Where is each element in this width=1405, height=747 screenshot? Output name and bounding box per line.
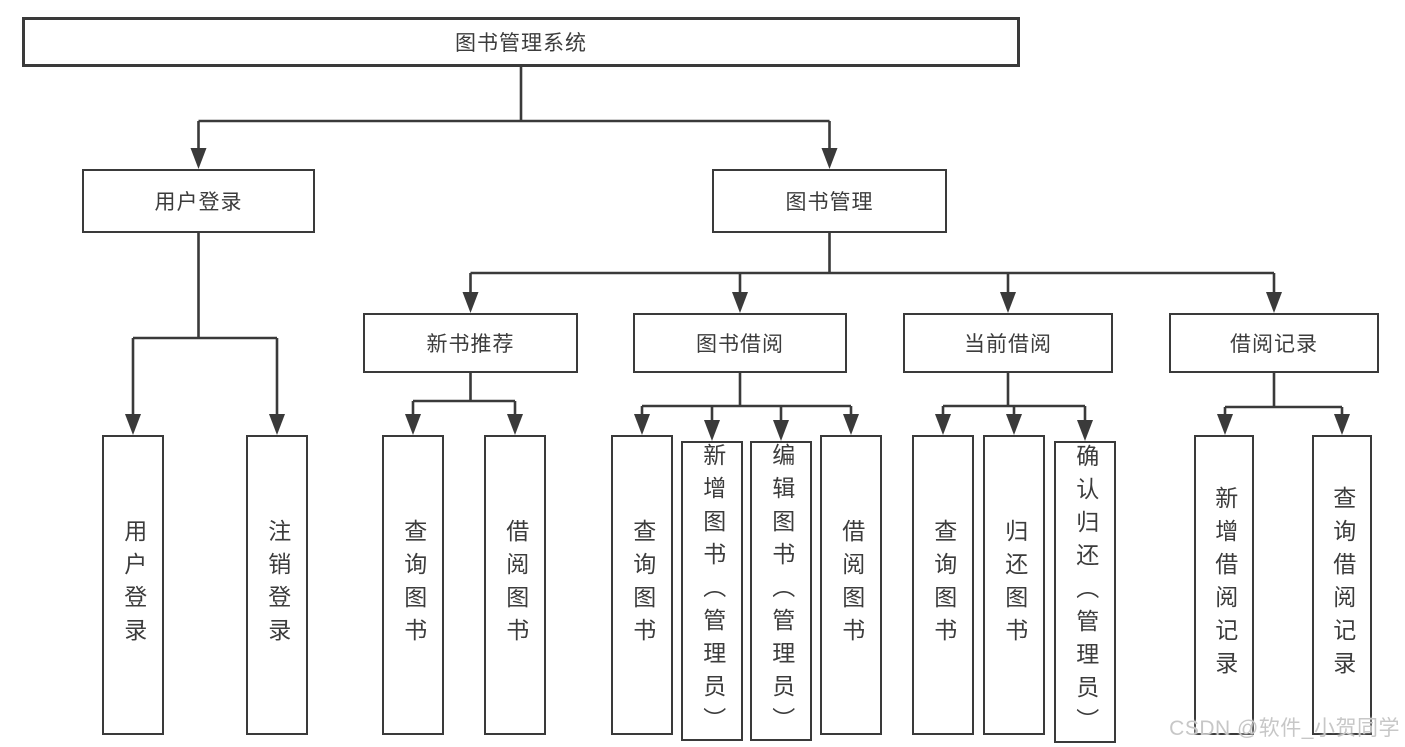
node-current-borrowing-label: 当前借阅: [964, 333, 1052, 356]
node-book-borrowing-label: 图书借阅: [696, 333, 784, 356]
node-root: 图书管理系统: [22, 17, 1020, 67]
leaf-newbook-query-books: 查询图书: [382, 435, 444, 735]
csdn-watermark: CSDN @软件_小贺同学: [1169, 717, 1400, 740]
leaf-records-query-record: 查询借阅记录: [1312, 435, 1372, 735]
leaf-current-query-books-label: 查询图书: [930, 519, 957, 651]
leaf-borrowing-edit-books-admin-label: 编辑图书（管理员）: [768, 442, 795, 740]
arrowheads: [125, 148, 1350, 441]
leaf-current-return-books-label: 归还图书: [1001, 519, 1028, 651]
leaf-user-login: 用户登录: [102, 435, 164, 735]
leaf-newbook-borrow-books: 借阅图书: [484, 435, 546, 735]
leaf-borrowing-query-books-label: 查询图书: [629, 519, 656, 651]
leaf-borrowing-add-books-admin-label: 新增图书（管理员）: [699, 442, 726, 740]
leaf-records-add-record-label: 新增借阅记录: [1211, 486, 1238, 684]
node-book-management-label: 图书管理: [785, 191, 874, 214]
leaf-current-confirm-return-admin: 确认归还（管理员）: [1054, 441, 1116, 743]
node-new-book-recommend: 新书推荐: [363, 313, 578, 373]
leaf-records-add-record: 新增借阅记录: [1194, 435, 1254, 735]
leaf-borrowing-borrow-books: 借阅图书: [820, 435, 882, 735]
leaf-current-query-books: 查询图书: [912, 435, 974, 735]
leaf-borrowing-query-books: 查询图书: [611, 435, 673, 735]
leaf-logout-label: 注销登录: [264, 519, 291, 651]
leaf-current-confirm-return-admin-label: 确认归还（管理员）: [1072, 443, 1099, 741]
leaf-newbook-borrow-books-label: 借阅图书: [502, 519, 529, 651]
node-user-login: 用户登录: [82, 169, 315, 233]
node-book-management: 图书管理: [712, 169, 947, 233]
leaf-current-return-books: 归还图书: [983, 435, 1045, 735]
node-book-borrowing: 图书借阅: [633, 313, 847, 373]
leaf-logout: 注销登录: [246, 435, 308, 735]
leaf-borrowing-borrow-books-label: 借阅图书: [838, 519, 865, 651]
leaf-borrowing-edit-books-admin: 编辑图书（管理员）: [750, 441, 812, 741]
leaf-newbook-query-books-label: 查询图书: [400, 519, 427, 651]
node-root-label: 图书管理系统: [455, 32, 587, 55]
leaf-user-login-label: 用户登录: [120, 519, 147, 651]
leaf-records-query-record-label: 查询借阅记录: [1329, 486, 1356, 684]
node-current-borrowing: 当前借阅: [903, 313, 1113, 373]
node-user-login-label: 用户登录: [154, 191, 243, 214]
node-new-book-recommend-label: 新书推荐: [426, 333, 515, 356]
leaf-borrowing-add-books-admin: 新增图书（管理员）: [681, 441, 743, 741]
node-borrow-records-label: 借阅记录: [1230, 333, 1318, 356]
node-borrow-records: 借阅记录: [1169, 313, 1379, 373]
